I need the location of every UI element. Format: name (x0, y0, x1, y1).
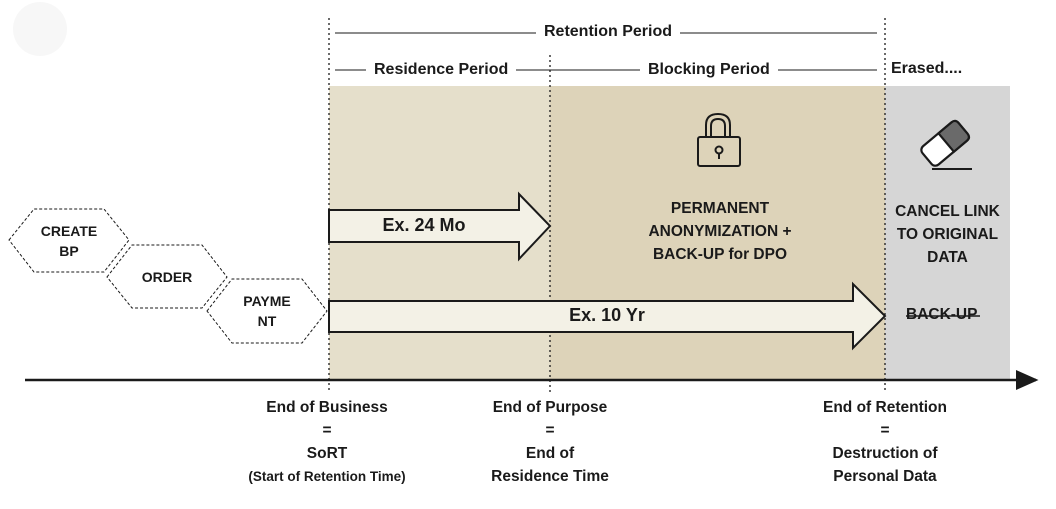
end-of-business-line4: (Start of Retention Time) (248, 469, 406, 484)
erased-label: Erased.... (891, 60, 963, 77)
residence-period-label: Residence Period (366, 61, 517, 79)
eraser-icon (920, 119, 972, 170)
blocking-line2: ANONYMIZATION + (648, 223, 792, 240)
end-of-retention-line4: Personal Data (833, 468, 937, 485)
blocking-line1: PERMANENT (670, 200, 770, 217)
end-of-purpose-line1: End of Purpose (492, 399, 608, 416)
end-of-purpose-line2: = (545, 422, 555, 439)
end-of-business-line1: End of Business (266, 399, 388, 416)
step-payment-hexagon (206, 278, 328, 344)
end-of-retention-line2: = (880, 422, 890, 439)
step-payment-line1: PAYME (243, 293, 291, 309)
retention-arrow (328, 281, 887, 351)
end-of-retention-line1: End of Retention (823, 399, 947, 416)
milestone-end-of-retention: End of Retention = Destruction of Person… (785, 396, 985, 488)
step-payment: PAYME NT (207, 291, 327, 331)
end-of-purpose-line4: Residence Time (491, 468, 609, 485)
residence-arrow-label: Ex. 24 Mo (382, 215, 466, 235)
blocking-line3: BACK-UP for DPO (652, 246, 788, 263)
step-order: ORDER (107, 267, 227, 287)
step-create-bp-hexagon (8, 208, 130, 273)
retention-period-label: Retention Period (536, 23, 681, 41)
erased-line2: TO ORIGINAL (896, 226, 999, 243)
step-create-bp: CREATE BP (9, 221, 129, 261)
end-of-business-line2: = (322, 422, 332, 439)
erased-description: CANCEL LINK TO ORIGINAL DATA (885, 200, 1010, 269)
milestone-end-of-purpose: End of Purpose = End of Residence Time (450, 396, 650, 488)
step-create-bp-line1: CREATE (40, 223, 98, 239)
blocking-period-label: Blocking Period (640, 61, 778, 79)
erased-line1: CANCEL LINK (895, 203, 1000, 220)
end-of-retention-line3: Destruction of (832, 445, 938, 462)
step-payment-line2: NT (257, 313, 277, 329)
end-of-business-line3: SoRT (306, 445, 348, 462)
end-of-purpose-line3: End of (525, 445, 575, 462)
step-create-bp-line2: BP (59, 243, 79, 259)
residence-arrow (328, 191, 552, 262)
step-order-line1: ORDER (141, 269, 193, 285)
step-order-hexagon (106, 244, 228, 309)
erased-line3: DATA (927, 249, 968, 266)
blocking-description: PERMANENT ANONYMIZATION + BACK-UP for DP… (600, 197, 840, 266)
padlock-icon (697, 112, 741, 167)
backup-label: BACK-UP (906, 306, 978, 323)
retention-arrow-label: Ex. 10 Yr (569, 305, 645, 325)
milestone-end-of-business: End of Business = SoRT (Start of Retenti… (227, 396, 427, 488)
decorative-circle (13, 2, 67, 56)
